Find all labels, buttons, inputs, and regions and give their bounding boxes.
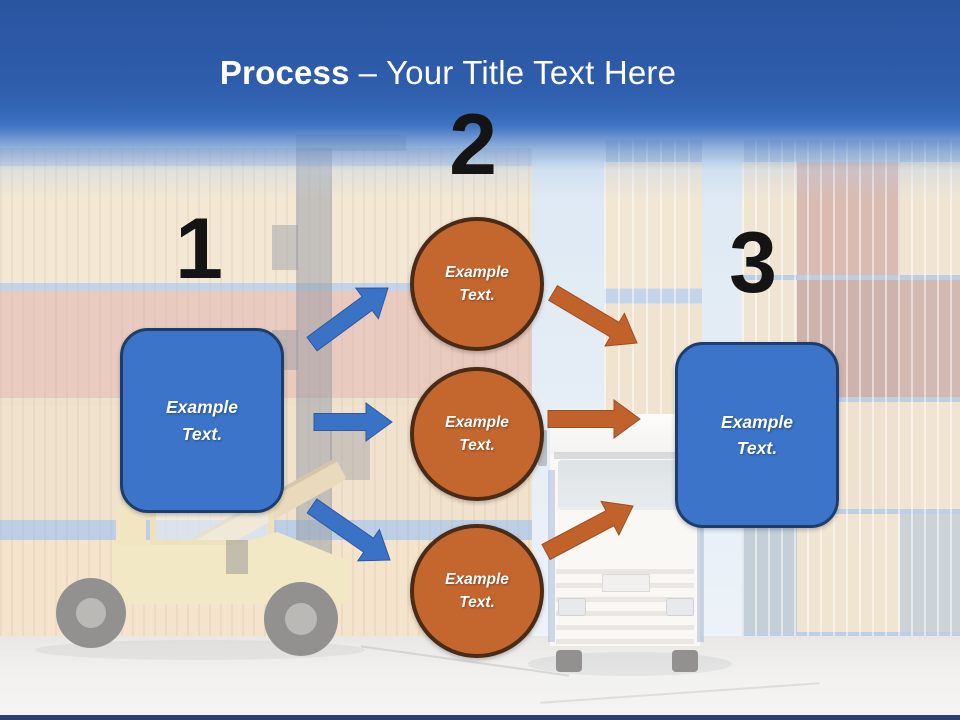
stacker-wheel-hub bbox=[76, 598, 106, 628]
stacker-wheel-hub bbox=[285, 603, 317, 635]
truck-wheel bbox=[672, 650, 698, 672]
crane-fitting bbox=[272, 225, 298, 270]
process-box-right-label: Example Text. bbox=[721, 411, 793, 458]
process-circle-1-label: Example Text. bbox=[445, 263, 509, 304]
truck-headlight bbox=[666, 598, 694, 616]
truck-wheel bbox=[556, 650, 582, 672]
process-box-left: Example Text. bbox=[120, 328, 284, 513]
process-circle-3-label: Example Text. bbox=[445, 570, 509, 611]
truck-sun-visor bbox=[554, 452, 696, 459]
truck-blue-stripe bbox=[697, 470, 704, 642]
step-number-2: 2 bbox=[449, 97, 497, 193]
process-circle-2: Example Text. bbox=[410, 367, 544, 501]
process-circle-2-label: Example Text. bbox=[445, 413, 509, 454]
title-regular-text: – Your Title Text Here bbox=[358, 54, 677, 91]
step-number-1: 1 bbox=[175, 201, 223, 297]
process-box-left-label: Example Text. bbox=[166, 397, 238, 444]
truck-headlight bbox=[558, 598, 586, 616]
slide-title: Process– Your Title Text Here bbox=[0, 54, 896, 92]
process-circle-3: Example Text. bbox=[410, 524, 544, 658]
process-circle-1: Example Text. bbox=[410, 217, 544, 351]
step-number-3: 3 bbox=[729, 215, 777, 311]
truck-plate bbox=[602, 574, 650, 592]
title-bold-text: Process bbox=[219, 54, 350, 91]
bottom-accent-bar bbox=[0, 715, 960, 720]
stacker-engine-part bbox=[226, 540, 248, 574]
process-box-right: Example Text. bbox=[675, 342, 839, 528]
